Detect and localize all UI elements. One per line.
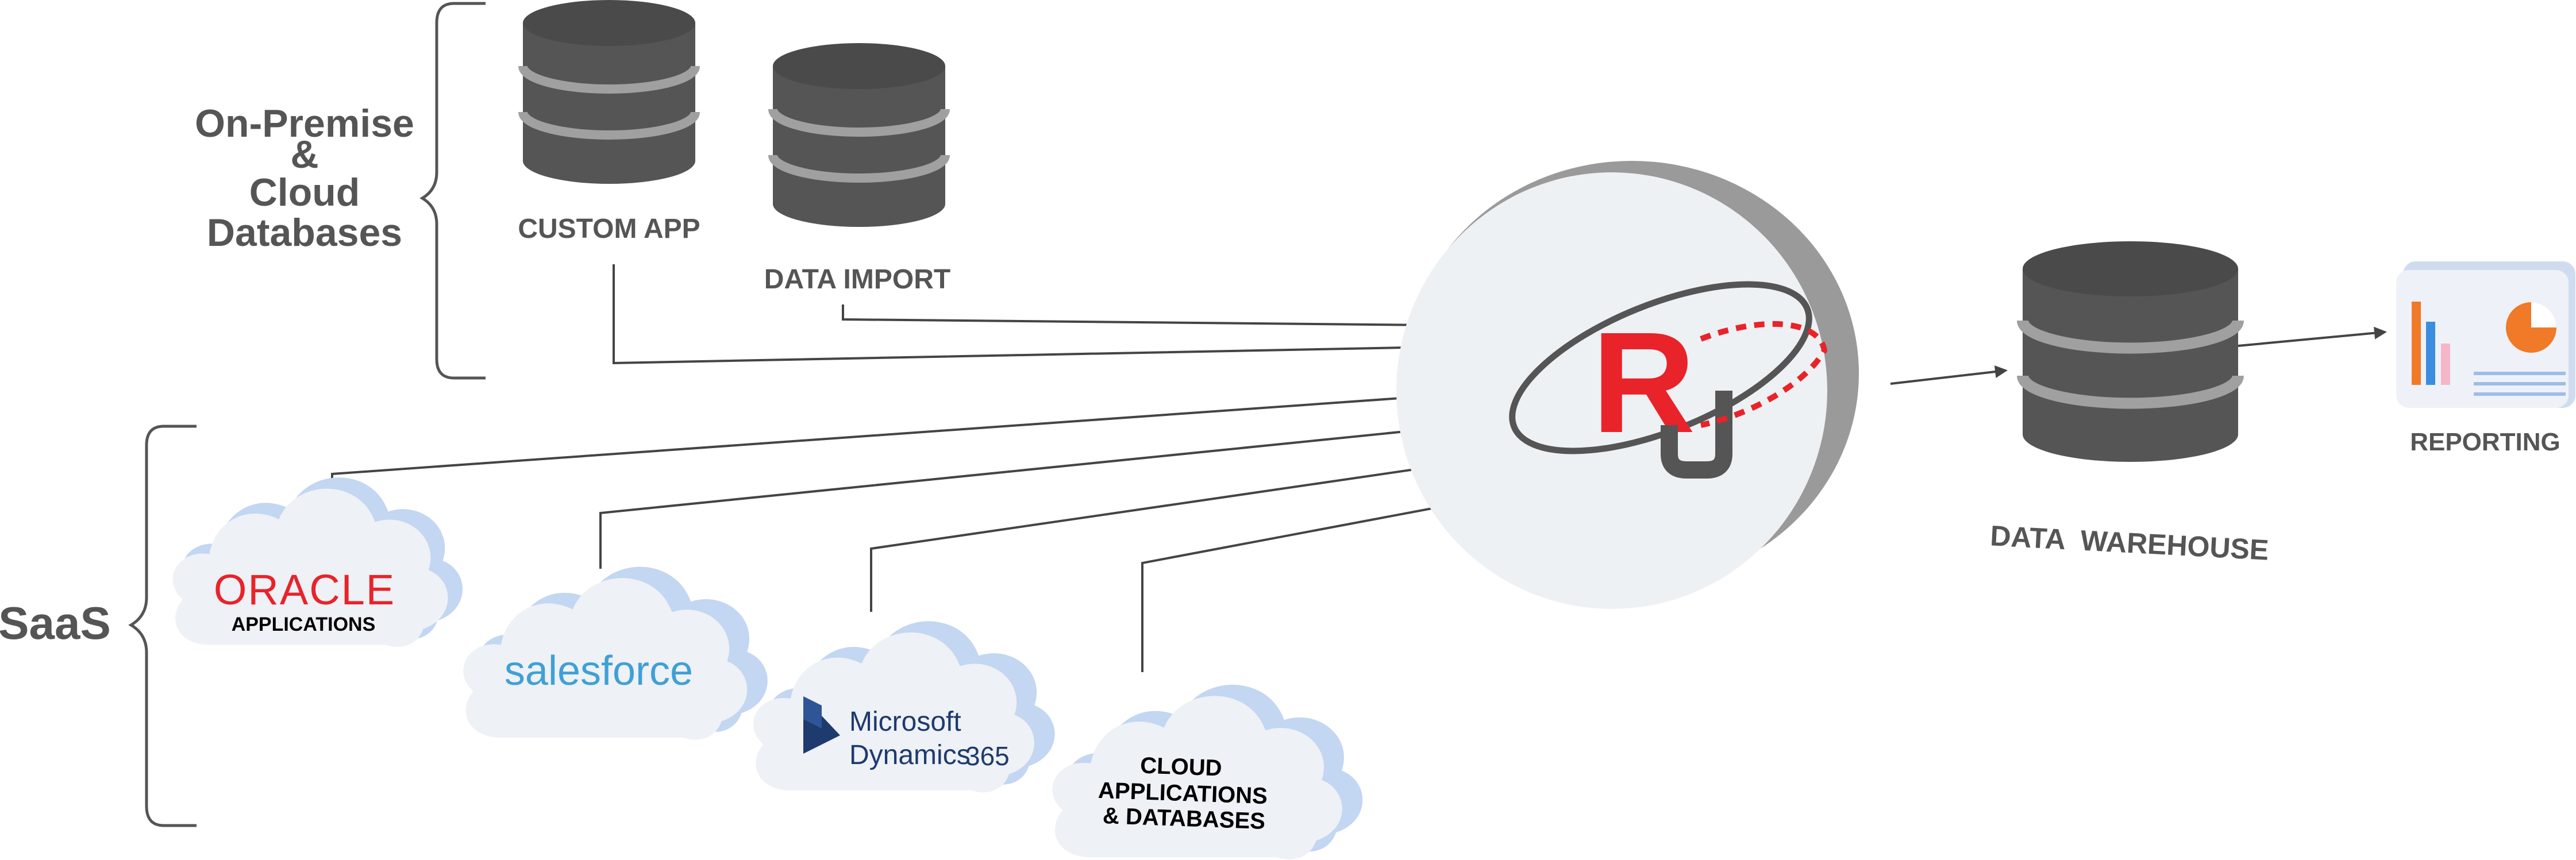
oracle-applications-label: APPLICATIONS <box>232 614 376 635</box>
hub-face <box>1396 172 1827 609</box>
cloud-apps-line3: & DATABASES <box>1102 803 1265 834</box>
rj-logo-icon: R <box>1509 281 1828 479</box>
on-premise-label-line3: Cloud <box>249 171 360 214</box>
on-premise-bracket-icon <box>419 2 486 380</box>
on-premise-label-line2: & <box>290 133 318 176</box>
dynamics-line1: Microsoft <box>849 707 961 737</box>
on-premise-label-line4: Databases <box>207 211 402 254</box>
warehouse-to-reporting-connector <box>2238 326 2387 347</box>
oracle-logo: ORACLE <box>214 566 395 614</box>
data-import-database-icon <box>773 43 945 227</box>
data-warehouse-database-icon <box>2023 241 2238 462</box>
dynamics-logo-icon <box>803 696 840 754</box>
custom-app-label: CUSTOM APP <box>518 214 700 244</box>
hub-to-warehouse-connector <box>1890 365 2008 385</box>
saas-bracket-icon <box>128 425 197 827</box>
oracle-connector <box>331 391 1427 506</box>
dynamics-line2: Dynamics <box>849 740 971 770</box>
salesforce-connector <box>599 423 1436 569</box>
cloud-apps-line2: APPLICATIONS <box>1098 778 1268 809</box>
on-premise-label-line1: On-Premise <box>195 102 414 145</box>
saas-label: SaaS <box>0 597 111 649</box>
salesforce-logo: salesforce <box>505 648 693 694</box>
dynamics-365: 365 <box>965 741 1010 771</box>
data-import-label: DATA IMPORT <box>764 264 950 295</box>
cloud-apps-connector <box>1141 498 1465 672</box>
cloud-apps-line1: CLOUD <box>1140 753 1223 781</box>
reporting-icon <box>2396 261 2575 408</box>
custom-app-connector <box>613 264 1436 365</box>
data-warehouse-label: DATA WAREHOUSE <box>1989 519 2269 566</box>
reporting-label: REPORTING <box>2410 428 2560 456</box>
logo-letter-r: R <box>1592 302 1696 462</box>
data-import-connector <box>842 304 1436 331</box>
rj-hub: R <box>1396 161 1859 609</box>
dynamics-connector <box>870 460 1445 612</box>
custom-app-database-icon <box>523 0 695 184</box>
